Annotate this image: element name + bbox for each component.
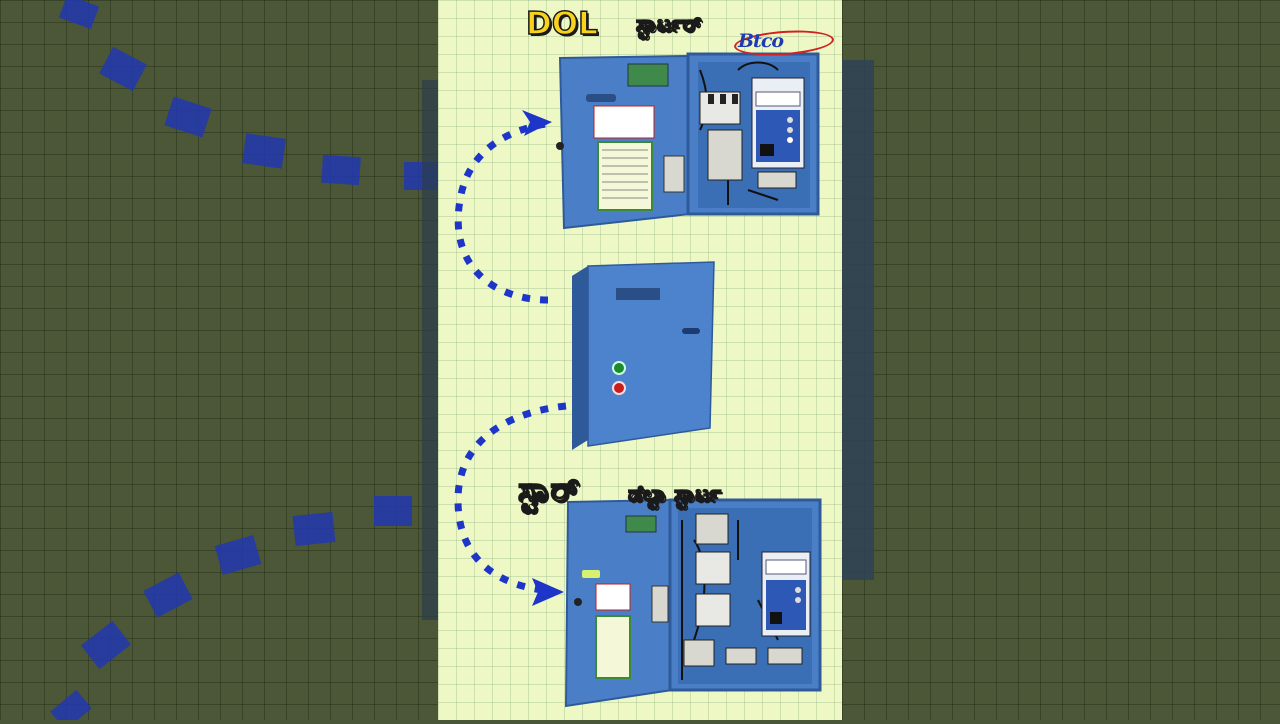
dol-door-label — [593, 105, 655, 139]
dol-starter-title: ಸ್ಟಾರ್ಟರ್ — [635, 11, 702, 38]
brand-logo: Btco — [738, 30, 784, 52]
left-dashed-arrow — [50, 0, 438, 724]
star-delta-door-label — [595, 583, 631, 611]
top-arrow-head-icon — [522, 110, 552, 136]
left-background-art — [50, 0, 438, 724]
star-delta-door-manual — [595, 615, 631, 679]
main-image: DOL ಸ್ಟಾರ್ಟರ್ Btco ಸ್ಟಾರ್ ಡೆಲ್ಟಾ ಸ್ಟಾರ್ಟ — [438, 0, 842, 720]
star-delta-door-terminal — [651, 585, 669, 623]
closed-starter-panel — [572, 261, 715, 450]
right-background-art — [842, 60, 874, 580]
red-lamp-icon — [612, 381, 626, 395]
dol-overload-relay — [707, 129, 743, 181]
top-dashed-arrow-icon — [454, 120, 549, 304]
dol-door-hinge — [556, 142, 564, 150]
dol-door-terminal — [663, 155, 685, 193]
dol-door-vent — [586, 94, 616, 102]
star-delta-door-pcb — [625, 515, 657, 533]
star-delta-starter-panel — [564, 498, 822, 708]
star-delta-terminal-block — [767, 647, 803, 665]
right-blurred-background — [842, 0, 1280, 720]
star-delta-door-indicator — [582, 570, 600, 578]
bottom-arrow-head-icon — [532, 578, 564, 606]
closed-panel-front — [587, 261, 715, 447]
closed-panel-nameplate — [616, 288, 660, 300]
delta-starter-title: ಡೆಲ್ಟಾ ಸ್ಟಾರ್ಟ — [627, 481, 721, 508]
dol-terminal-block — [757, 171, 797, 189]
star-title: ಸ್ಟಾರ್ — [517, 469, 580, 511]
bottom-dashed-arrow-icon — [454, 402, 567, 594]
green-lamp-icon — [612, 361, 626, 375]
starter-panels-illustration — [454, 52, 822, 708]
star-delta-contactor-2 — [695, 593, 731, 627]
closed-panel-handle — [682, 328, 700, 334]
star-delta-contactor-1 — [695, 551, 731, 585]
dol-door-manual — [597, 141, 653, 211]
dol-door-pcb — [627, 63, 669, 87]
left-blurred-background — [0, 0, 438, 724]
dol-starter-panel — [556, 52, 820, 230]
closed-panel-side — [572, 266, 588, 450]
dol-title: DOL — [525, 5, 598, 43]
